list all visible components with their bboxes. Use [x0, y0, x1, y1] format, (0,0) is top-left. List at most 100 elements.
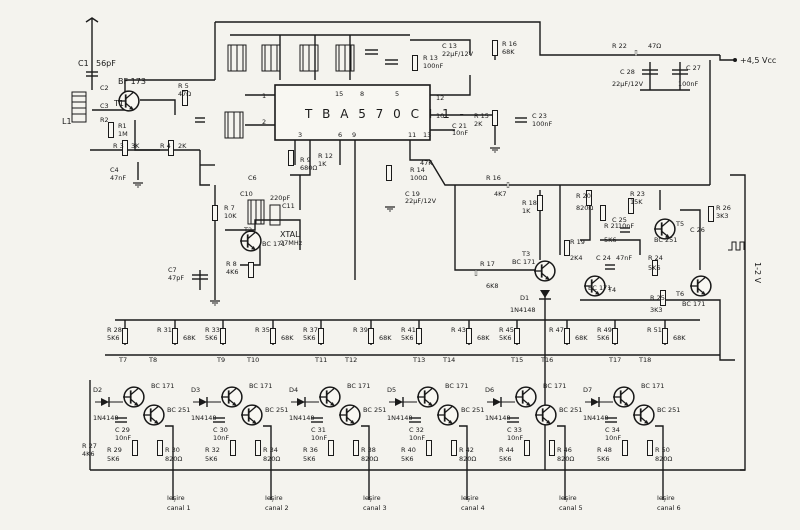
resistor-icon — [255, 440, 261, 456]
resistor-icon — [270, 328, 276, 344]
transistor-icon — [535, 404, 557, 426]
r7-resistor-icon — [212, 205, 218, 221]
svg-text:BC 171: BC 171 — [588, 284, 611, 292]
channel-rb-label: R 47 — [549, 326, 564, 334]
svg-text:R 18: R 18 — [522, 199, 537, 207]
svg-text:R 21: R 21 — [604, 222, 619, 230]
svg-text:3: 3 — [298, 131, 302, 139]
channel-ra-label: R 49 — [597, 326, 612, 334]
r19-resistor-icon — [564, 240, 570, 256]
svg-text:R 14: R 14 — [410, 166, 425, 174]
svg-text:3K3: 3K3 — [716, 212, 729, 220]
resistor-icon — [426, 440, 432, 456]
diode-type: 1N4148 — [289, 414, 315, 422]
svg-text:10nF: 10nF — [452, 129, 468, 137]
svg-text:100nF: 100nF — [423, 62, 444, 70]
transistor-type: BC 251 — [657, 406, 680, 414]
svg-text:R 26: R 26 — [716, 204, 731, 212]
channel-rb-value: 68K — [379, 334, 392, 342]
ground-icon — [385, 206, 395, 212]
channel-rb-label: R 43 — [451, 326, 466, 334]
channel-re-value: 5K6 — [401, 455, 414, 463]
transistor-icon — [339, 404, 361, 426]
channel-ra-label: R 28 — [107, 326, 122, 334]
svg-text:1: 1 — [262, 92, 266, 100]
channel-re-value: 5K6 — [597, 455, 610, 463]
svg-text:1M: 1M — [118, 130, 128, 138]
svg-text:R 23: R 23 — [630, 190, 645, 198]
resistor-icon — [368, 328, 374, 344]
r27-value: 4K6 — [82, 450, 95, 458]
transistor-t3-icon — [534, 260, 556, 282]
channel-output-name: canal 3 — [363, 504, 387, 512]
transistor-icon — [143, 404, 165, 426]
channel-rf-value: 820Ω — [655, 455, 672, 463]
transistor-type: BC 251 — [265, 406, 288, 414]
svg-text:C 19: C 19 — [405, 190, 420, 198]
resistor-icon — [328, 440, 334, 456]
svg-text:15: 15 — [335, 90, 343, 98]
svg-text:2: 2 — [262, 118, 266, 126]
ground-icon — [490, 147, 500, 153]
r18-resistor-icon — [537, 195, 543, 211]
resistor-icon — [318, 328, 324, 344]
svg-text:12: 12 — [436, 94, 444, 102]
svg-text:2K: 2K — [474, 120, 483, 128]
transistor-type: BC 171 — [445, 382, 468, 390]
svg-text:C10: C10 — [240, 190, 253, 198]
channel-cap-value: 10nF — [213, 434, 229, 442]
channel-tb-label: T10 — [246, 356, 259, 364]
svg-text:5: 5 — [395, 90, 399, 98]
transistor-type: BC 171 — [641, 382, 664, 390]
svg-text:9: 9 — [352, 131, 356, 139]
diode-d1-icon — [540, 290, 550, 298]
channel-cap-value: 10nF — [409, 434, 425, 442]
channel-re-value: 5K6 — [499, 455, 512, 463]
svg-text:C7: C7 — [168, 266, 177, 274]
channel-rb-value: 68K — [673, 334, 686, 342]
r15-resistor-icon — [492, 110, 498, 126]
svg-text:R 24: R 24 — [648, 254, 663, 262]
resistor-icon — [662, 328, 668, 344]
channel-output-name: canal 4 — [461, 504, 485, 512]
channel-re-label: R 36 — [303, 446, 318, 454]
channel-ta-label: T15 — [510, 356, 523, 364]
channel-ra-label: R 45 — [499, 326, 514, 334]
transistor-type: BC 251 — [363, 406, 386, 414]
svg-text:10: 10 — [436, 112, 444, 120]
channel-re-label: R 29 — [107, 446, 122, 454]
transistor-type: BC 251 — [461, 406, 484, 414]
channel-ta-label: T17 — [608, 356, 621, 364]
svg-text:5K6: 5K6 — [604, 236, 617, 244]
svg-text:C 24: C 24 — [596, 254, 611, 262]
channel-output-label: Ieşire — [657, 494, 675, 502]
r13-resistor-icon — [412, 55, 418, 71]
r27-label: R 27 — [82, 442, 97, 450]
svg-text:T2: T2 — [243, 226, 252, 234]
ground-icon — [210, 300, 220, 306]
svg-text:R 25: R 25 — [650, 294, 665, 302]
r16-resistor-icon — [492, 40, 498, 56]
svg-text:47Ω: 47Ω — [178, 90, 191, 98]
ic-right-network: C 21 10nF R 15 2K C 23 100nF R 14 100Ω C… — [318, 110, 553, 212]
resistor-icon — [564, 328, 570, 344]
channel-ra-label: R 41 — [401, 326, 416, 334]
svg-text:R 20: R 20 — [576, 192, 591, 200]
channel-diode-label: D6 — [485, 386, 494, 394]
svg-text:100nF: 100nF — [532, 120, 553, 128]
channel-cap-value: 10nF — [507, 434, 523, 442]
l1-coil-icon — [71, 91, 87, 123]
svg-text:100Ω: 100Ω — [410, 174, 427, 182]
supply-filter: R 22 47Ω C 28 22μF/12V C 27 100nF +4,5 V… — [612, 42, 776, 91]
channel-output-name: canal 1 — [167, 504, 191, 512]
r14-resistor-icon — [386, 165, 392, 181]
svg-text:68K: 68K — [502, 48, 515, 56]
svg-text:8: 8 — [360, 90, 364, 98]
svg-text:C 21: C 21 — [452, 122, 467, 130]
